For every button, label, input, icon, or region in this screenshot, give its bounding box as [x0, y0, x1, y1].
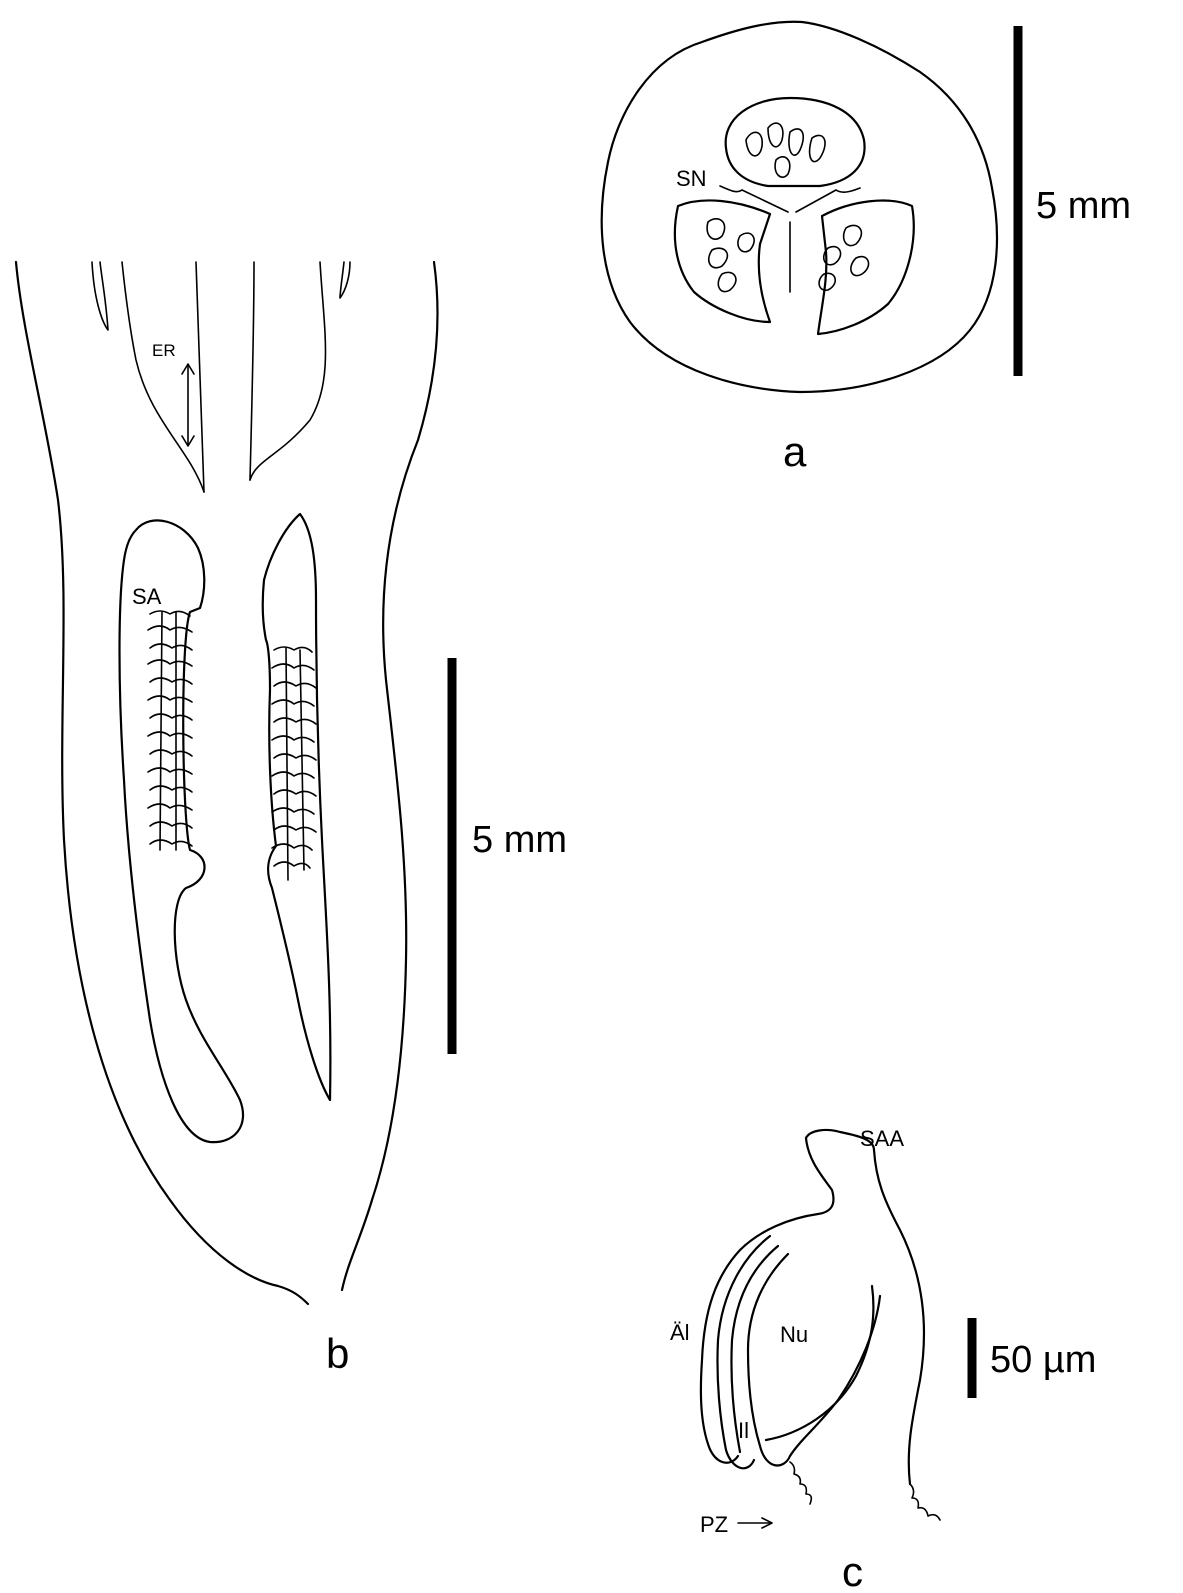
ovules-b-right [272, 647, 316, 880]
pz-hairs [790, 1462, 940, 1520]
locule-left [675, 200, 770, 322]
scale-label-c: 50 µm [990, 1339, 1096, 1381]
upper-canal-right [250, 262, 326, 480]
panel-label-a: a [783, 428, 807, 475]
panel-label-b: b [326, 1330, 349, 1377]
upper-hook-right [340, 262, 350, 298]
panel-c: SAA Äl Nu Il PZ 50 µm c [670, 1126, 1096, 1593]
scale-label-a: 5 mm [1036, 185, 1131, 227]
panel-label-c: c [842, 1548, 863, 1593]
label-er: ER [152, 341, 176, 360]
label-ii: Il [738, 1418, 749, 1443]
scale-label-b: 5 mm [472, 819, 567, 861]
ovule-outline [806, 1130, 924, 1484]
label-ai: Äl [670, 1320, 690, 1345]
upper-canal-left-inner [196, 262, 204, 492]
upper-canal-left [122, 262, 204, 492]
upper-hook-left [92, 262, 108, 330]
nucellus-edge [766, 1286, 873, 1440]
label-sa: SA [132, 584, 162, 609]
upper-canal-right-inner [250, 262, 254, 480]
septal-nectary-slits [720, 186, 860, 292]
inner-integument [748, 1254, 880, 1465]
locule-right-b [263, 514, 331, 1100]
panel-b: ER SA 5 mm b [16, 262, 567, 1377]
label-saa: SAA [860, 1126, 904, 1151]
label-sn: SN [676, 166, 707, 191]
ovary-cross-section-outline [602, 22, 997, 392]
locule-left-b [120, 520, 244, 1142]
ovary-longitudinal-outline [16, 262, 437, 1304]
locule-right [818, 201, 914, 334]
label-nu: Nu [780, 1322, 808, 1347]
panel-a: SN 5 mm a [602, 22, 1131, 475]
label-pz: PZ [700, 1512, 728, 1537]
